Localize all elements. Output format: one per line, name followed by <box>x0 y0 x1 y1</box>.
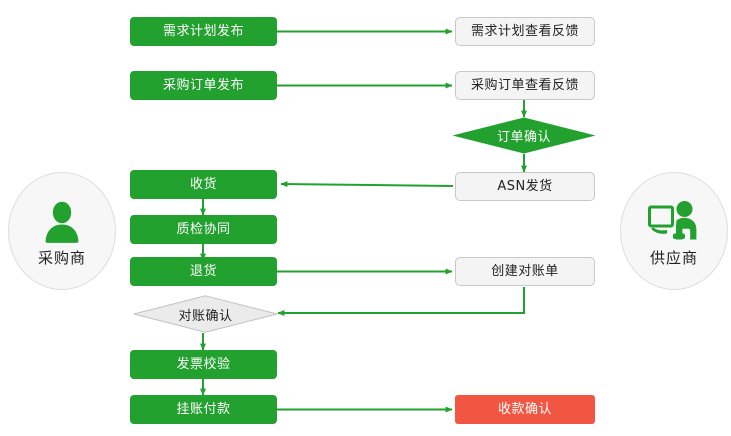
actor-supplier[interactable]: 供应商 <box>620 172 728 290</box>
node-label: 采购订单查看反馈 <box>470 78 579 93</box>
node-label: ASN发货 <box>497 179 553 194</box>
node-demand-plan-publish[interactable]: 需求计划发布 <box>130 17 277 46</box>
node-label: 需求计划发布 <box>162 24 244 39</box>
node-label: 对账确认 <box>178 308 233 324</box>
node-label: 采购订单发布 <box>162 78 244 93</box>
node-statement-confirm[interactable]: 对账确认 <box>133 295 278 333</box>
node-asn-shipment[interactable]: ASN发货 <box>455 172 595 201</box>
node-invoice-verify[interactable]: 发票校验 <box>130 350 277 379</box>
node-label: 退货 <box>189 264 217 279</box>
node-label: 发票校验 <box>176 357 231 372</box>
node-label: 订单确认 <box>496 130 551 145</box>
node-label: 挂账付款 <box>176 402 231 417</box>
actor-buyer-label: 采购商 <box>37 248 86 267</box>
node-quality-collab[interactable]: 质检协同 <box>130 215 277 244</box>
node-receive-goods[interactable]: 收货 <box>130 170 277 199</box>
node-payable-payment[interactable]: 挂账付款 <box>130 395 277 424</box>
diamond-shape <box>133 295 278 333</box>
person-at-computer-icon <box>648 195 700 245</box>
node-label: 需求计划查看反馈 <box>470 24 579 39</box>
node-po-publish[interactable]: 采购订单发布 <box>130 71 277 100</box>
node-label: 创建对账单 <box>491 264 559 279</box>
node-po-feedback[interactable]: 采购订单查看反馈 <box>455 71 595 100</box>
node-label: 收款确认 <box>497 402 552 417</box>
node-demand-plan-feedback[interactable]: 需求计划查看反馈 <box>455 17 595 46</box>
node-order-confirm[interactable]: 订单确认 <box>452 117 596 154</box>
actor-buyer[interactable]: 采购商 <box>8 172 116 290</box>
node-create-statement[interactable]: 创建对账单 <box>455 257 595 286</box>
node-label: 收货 <box>189 177 217 192</box>
edge-asn-to-receive <box>280 181 454 188</box>
actor-supplier-label: 供应商 <box>649 248 698 267</box>
node-label: 质检协同 <box>176 222 231 237</box>
edge-statement-to-confirm <box>277 287 525 316</box>
node-receipt-confirm[interactable]: 收款确认 <box>455 395 595 424</box>
diamond-shape <box>452 117 596 154</box>
person-icon <box>36 195 88 245</box>
node-return-goods[interactable]: 退货 <box>130 257 277 286</box>
